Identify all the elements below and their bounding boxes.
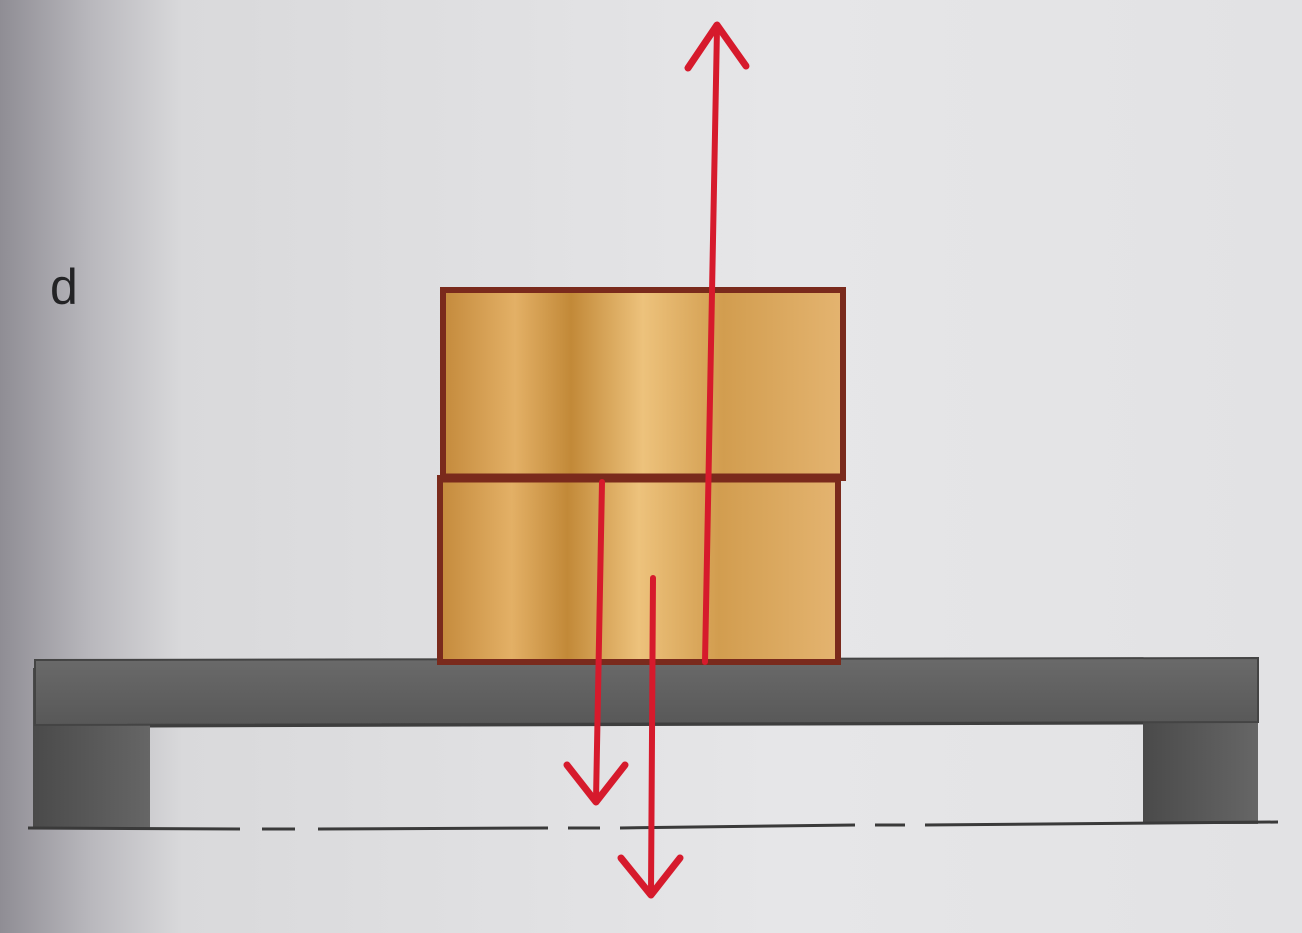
arrow-head-down-long [617, 854, 684, 899]
downward-force-long [617, 575, 684, 899]
floor-line [27, 820, 1279, 831]
arrow-head-up [684, 21, 750, 72]
force-arrows [563, 21, 750, 899]
downward-force-short [563, 479, 629, 806]
table-top [34, 656, 1259, 727]
table [33, 656, 1259, 828]
upper-block [440, 287, 846, 481]
table-top-underside [149, 721, 1144, 728]
arrow-head-down-short [563, 761, 629, 806]
panel-label: d [50, 259, 78, 315]
lower-block [437, 475, 841, 665]
upward-force [684, 21, 750, 665]
block-stack [437, 287, 846, 665]
